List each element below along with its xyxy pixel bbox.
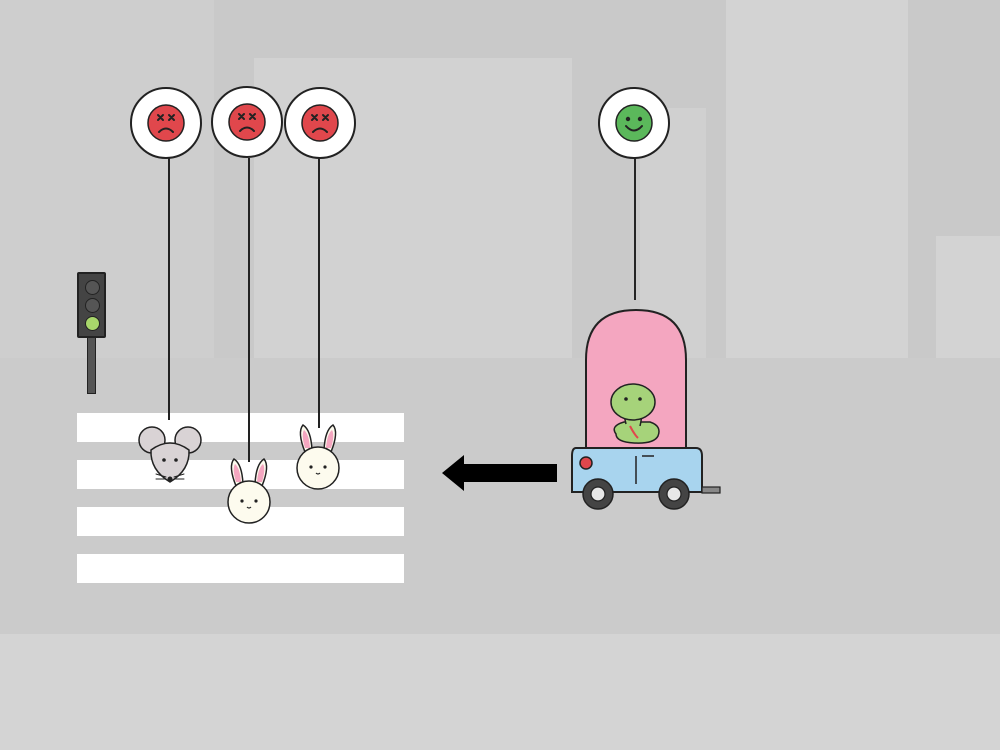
mood-stick (318, 158, 320, 428)
road (0, 358, 1000, 634)
crosswalk-stripe (77, 413, 404, 442)
sad-face-icon (301, 104, 339, 142)
traffic-light-yellow-lamp (85, 298, 100, 313)
arrow-left-icon (442, 455, 557, 491)
mood-bubble-rabbit (284, 87, 356, 159)
traffic-light-red-lamp (85, 280, 100, 295)
sad-face-icon (228, 103, 266, 141)
mood-bubble-snake (598, 87, 670, 159)
mood-stick (248, 158, 250, 462)
background-building (726, 0, 908, 358)
rabbit-pedestrian (227, 458, 271, 524)
sad-face-icon (147, 104, 185, 142)
crosswalk-stripe (77, 554, 404, 583)
traffic-light-green-lamp (85, 316, 100, 331)
car (571, 308, 721, 510)
mood-bubble-mouse (130, 87, 202, 159)
mouse-pedestrian (138, 426, 202, 483)
traffic-light-pole (87, 336, 96, 394)
car-dome (585, 308, 687, 451)
snake-driver (610, 383, 660, 444)
mood-stick (168, 158, 170, 420)
mood-stick (634, 158, 636, 300)
mood-bubble-rabbit (211, 86, 283, 158)
happy-face-icon (615, 104, 653, 142)
background-building (936, 236, 1000, 358)
background-building (0, 0, 214, 358)
traffic-light-housing (77, 272, 106, 338)
rabbit-pedestrian (296, 424, 340, 490)
sidewalk (0, 634, 1000, 750)
